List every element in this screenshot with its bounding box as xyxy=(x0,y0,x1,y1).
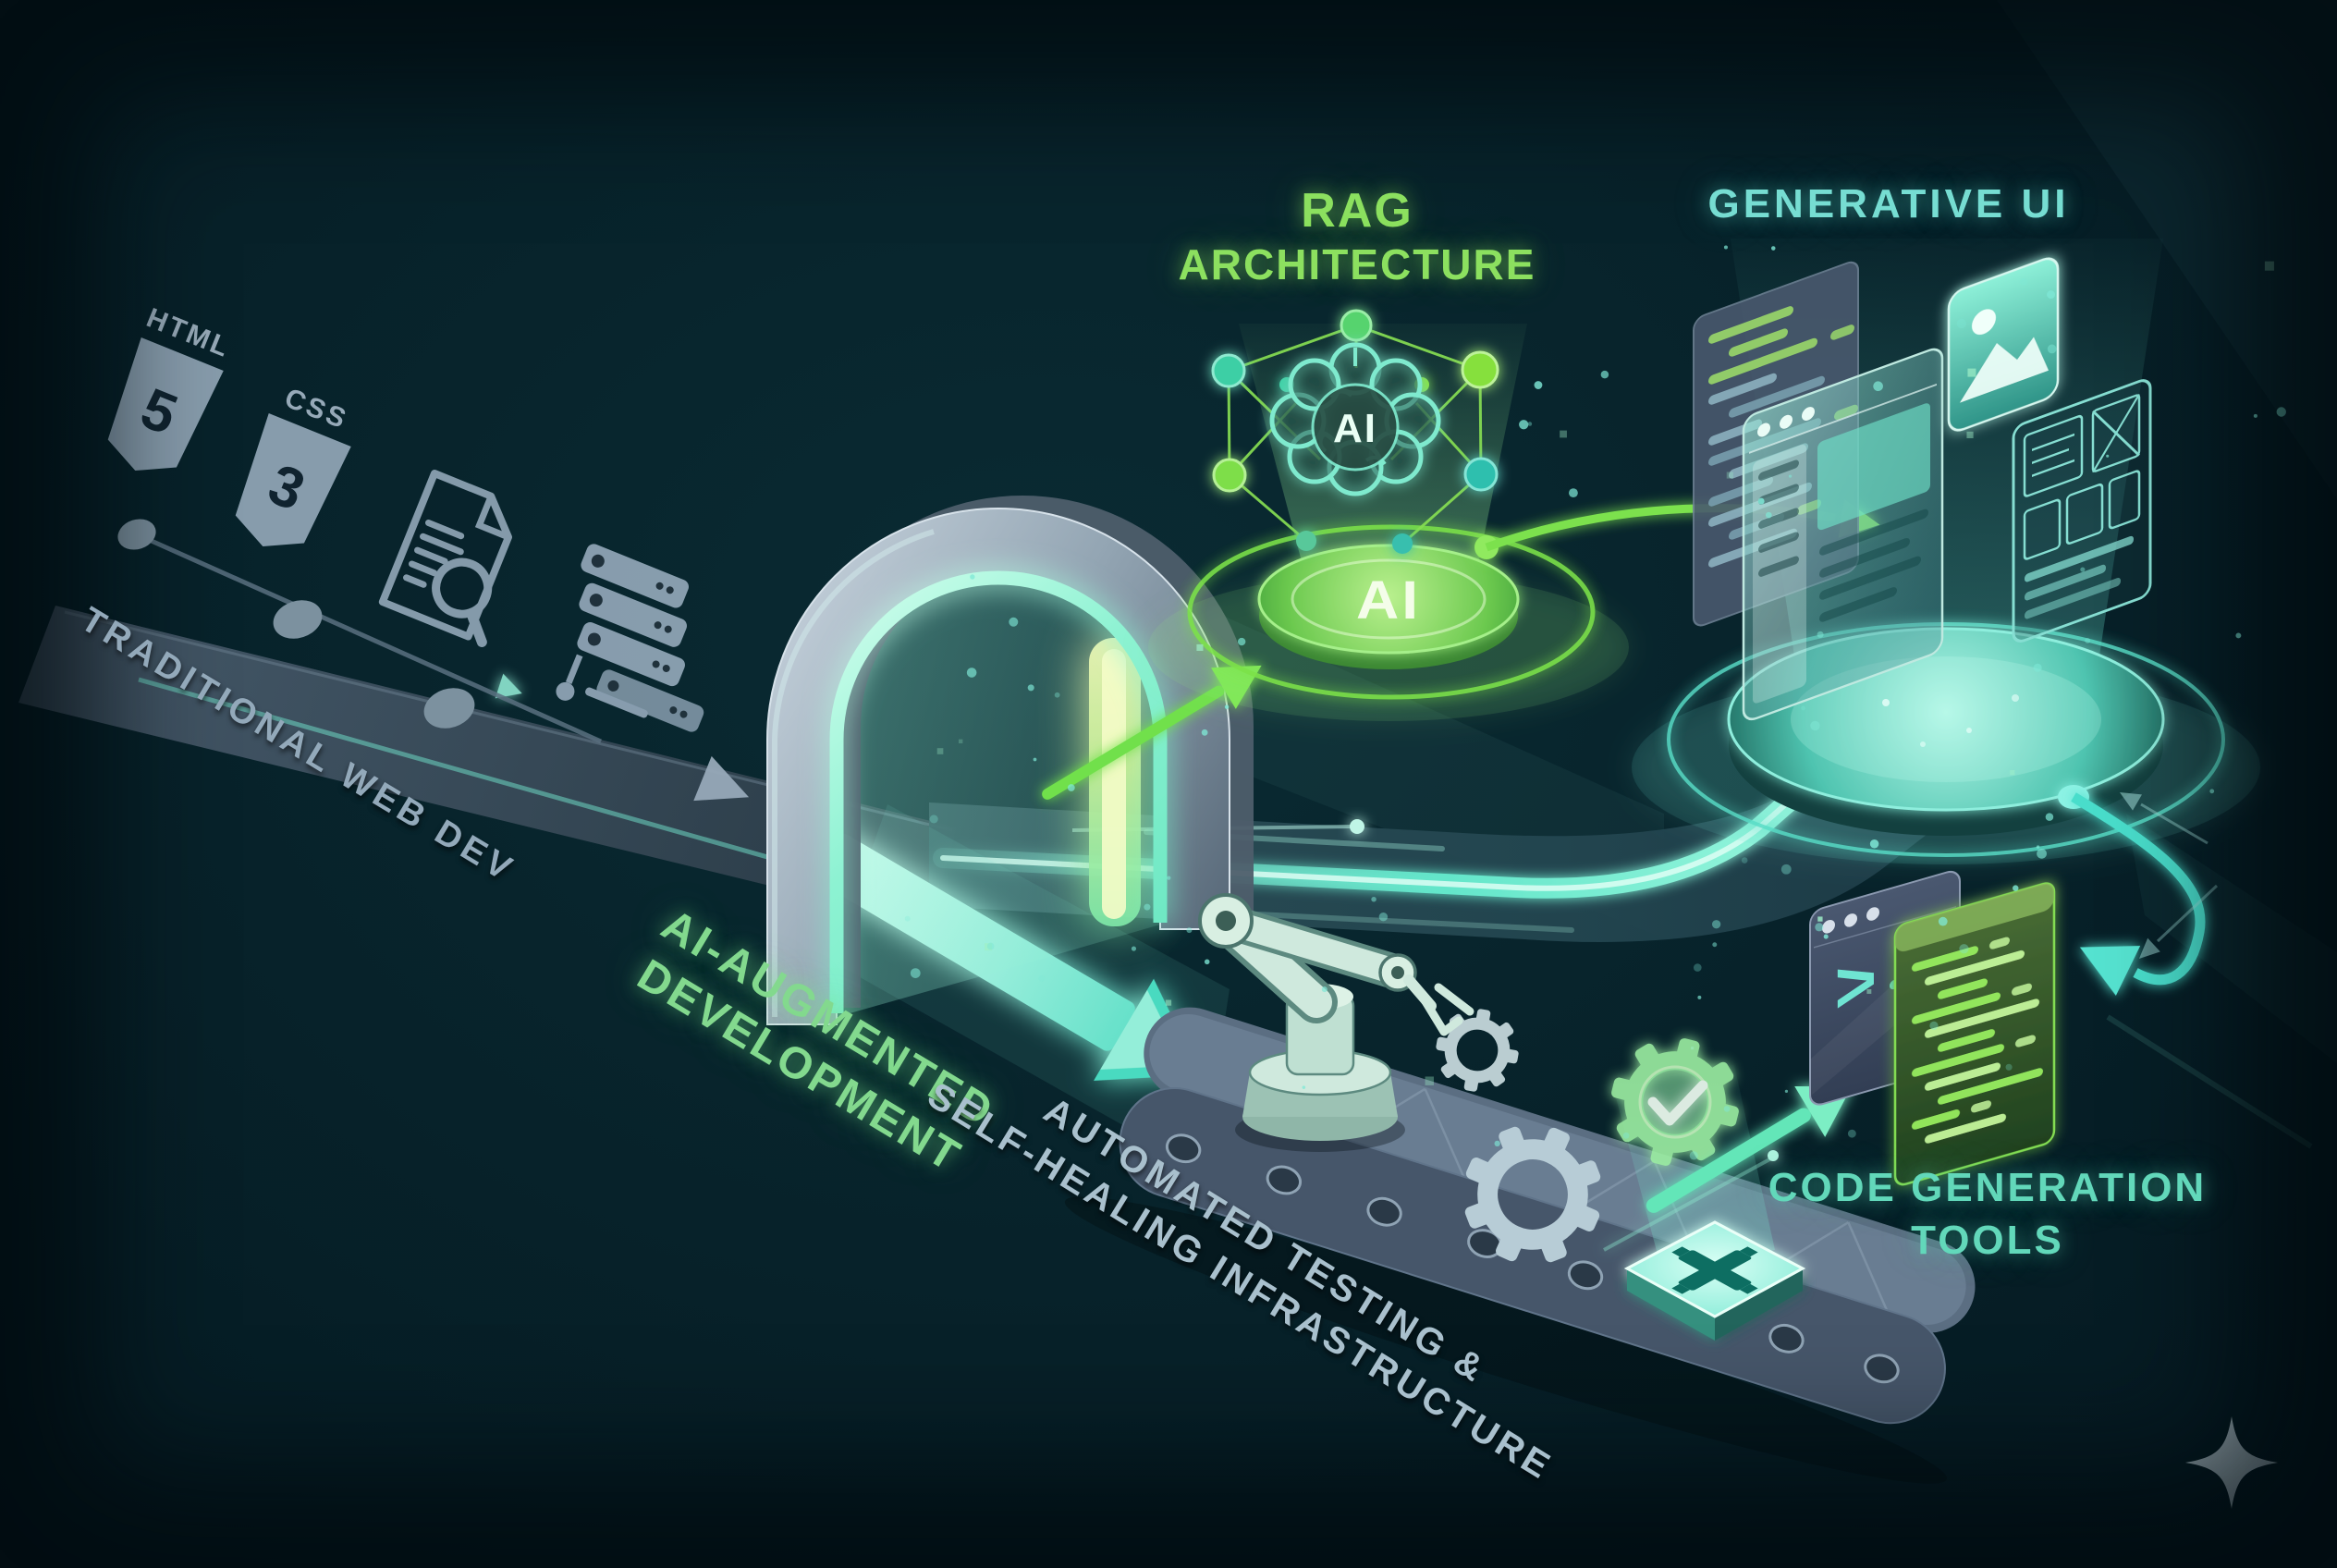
circuit-x-icon xyxy=(1671,1246,1758,1294)
arrow-genui-to-codegen xyxy=(2058,785,2219,996)
ai-brain-badge: AI xyxy=(1311,383,1400,472)
prompt-chevron: > xyxy=(1834,941,1878,1035)
document-search-icon xyxy=(378,470,512,648)
particle-dots xyxy=(904,245,2286,1160)
browser-window xyxy=(1742,348,1944,721)
image-panel xyxy=(1947,257,2060,432)
timeline-dots xyxy=(117,519,603,744)
css-shield-icon: CSS 3 xyxy=(235,383,352,547)
sparkle-icon xyxy=(2185,1416,2278,1509)
chip-pad-icon xyxy=(1623,1220,1806,1341)
portal-arch-icon xyxy=(766,496,1254,1025)
server-stack-icon xyxy=(556,544,704,732)
label-code-generation-tools: CODE GENERATION TOOLS xyxy=(1768,1165,2208,1264)
brain-ai-text: AI xyxy=(1333,406,1377,451)
image-placeholder-icon xyxy=(1960,309,2049,403)
html5-shield-icon: HTML 5 xyxy=(107,302,236,472)
holo-gear-check-icon xyxy=(1597,1024,1753,1180)
gear-icon-small xyxy=(1429,1002,1524,1097)
codegen-panel xyxy=(1893,882,2056,1186)
wireframe-panel xyxy=(2012,379,2152,643)
ai-platform: AI xyxy=(1148,324,1629,721)
label-rag-architecture: RAG ARCHITECTURE xyxy=(1178,184,1536,289)
conveyor-belt xyxy=(1064,893,1976,1484)
robot-arm-icon xyxy=(1198,893,1474,1152)
rag-platform-badge: AI xyxy=(1356,570,1421,631)
label-generative-ui: GENERATIVE UI xyxy=(1707,181,2070,227)
